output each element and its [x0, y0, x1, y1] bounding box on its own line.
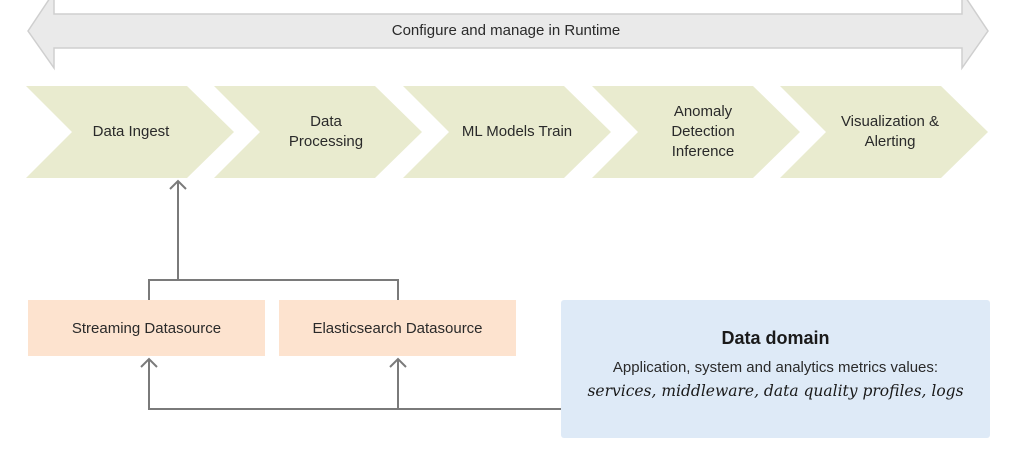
- stage-chevron-data-processing: [214, 86, 422, 178]
- stage-label-anomaly-detection: Anomaly Detection Inference: [671, 103, 735, 160]
- stage-label-ml-models-train: ML Models Train: [461, 123, 573, 140]
- data-domain-box: Data domain Application, system and anal…: [561, 300, 990, 438]
- streaming-datasource: Streaming Datasource: [28, 300, 265, 356]
- ingest-connector: [148, 179, 399, 300]
- data-domain-description: Application, system and analytics metric…: [612, 359, 939, 376]
- data-domain-title: Data domain: [721, 328, 830, 348]
- stage-chevron-data-ingest: [26, 86, 234, 178]
- stage-label-data-ingest: Data Ingest: [92, 123, 170, 140]
- elasticsearch-datasource: Elasticsearch Datasource: [279, 300, 516, 356]
- runtime-banner-label: Configure and manage in Runtime: [391, 22, 621, 39]
- domain-feed-connector: [140, 357, 561, 410]
- stage-chevron-anomaly-detection: [592, 86, 800, 178]
- data-domain-items: services, middleware, data quality profi…: [587, 382, 964, 400]
- stage-label-visualization: Visualization & Alerting: [840, 113, 940, 150]
- stage-chevron-ml-models-train: [403, 86, 611, 178]
- runtime-banner-arrow: [27, 0, 989, 71]
- stage-chevron-visualization: [780, 86, 988, 178]
- stage-label-data-processing: Data Processing: [288, 113, 364, 150]
